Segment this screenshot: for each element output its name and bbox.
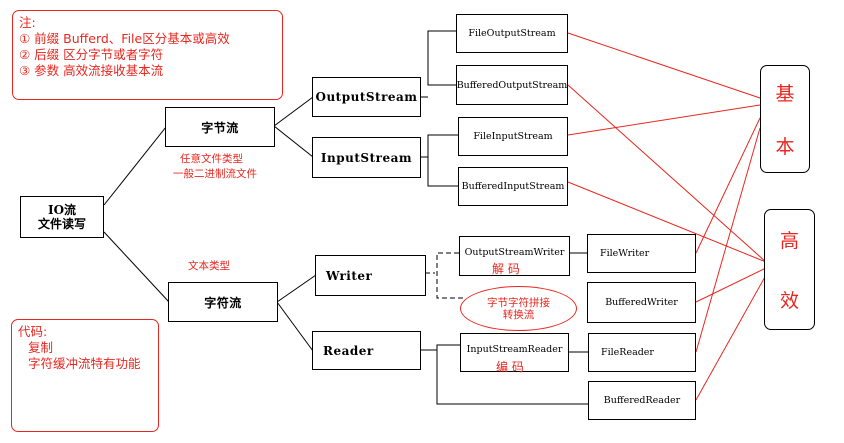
notes-title: 注: bbox=[19, 15, 36, 30]
byte-stream-node: 字节流 bbox=[165, 107, 275, 147]
char-stream-node: 字符流 bbox=[168, 282, 278, 322]
encode-label: 编 码 bbox=[496, 360, 524, 374]
writer-node: Writer bbox=[315, 255, 426, 296]
buffered-output-stream-node: BufferedOutputStream bbox=[456, 65, 568, 105]
bridge-stream-ellipse: 字节字符拼接 转换流 bbox=[460, 286, 577, 331]
notes-box-bottom: 代码: 复制 字符缓冲流特有功能 bbox=[11, 319, 159, 432]
note-line-2: ② 后缀 区分字节或者字符 bbox=[19, 47, 164, 62]
code-note-buffer: 字符缓冲流特有功能 bbox=[28, 356, 141, 371]
root-node-line2: 文件读写 bbox=[37, 217, 86, 231]
basic-char-1: 基 bbox=[775, 83, 795, 105]
byte-type-note-1: 任意文件类型 bbox=[180, 153, 243, 165]
bridge-line-2: 转换流 bbox=[502, 308, 535, 321]
root-node: IO流 文件读写 bbox=[20, 196, 104, 238]
code-note-copy: 复制 bbox=[28, 340, 54, 355]
file-writer-node: FileWriter bbox=[587, 234, 696, 273]
file-output-stream-node: FileOutputStream bbox=[456, 14, 568, 53]
text-type-note: 文本类型 bbox=[188, 260, 230, 272]
note-line-1: ① 前缀 Bufferd、File区分基本或高效 bbox=[19, 31, 230, 46]
buffered-writer-node: BufferedWriter bbox=[587, 282, 696, 323]
basic-char-2: 本 bbox=[775, 136, 795, 158]
byte-type-note-2: 一般二进制流文件 bbox=[173, 168, 257, 180]
file-reader-node: FileReader bbox=[588, 333, 696, 372]
root-node-line1: IO流 bbox=[47, 203, 77, 217]
input-stream-node: InputStream bbox=[312, 137, 421, 178]
output-stream-writer-node: OutputStreamWriter bbox=[459, 236, 570, 276]
input-stream-reader-label: InputStreamReader bbox=[466, 344, 563, 355]
notes-box-top: 注: ① 前缀 Bufferd、File区分基本或高效 ② 后缀 区分字节或者字… bbox=[12, 10, 283, 100]
buffered-input-stream-node: BufferedInputStream bbox=[458, 167, 568, 206]
code-notes-title: 代码: bbox=[18, 324, 48, 339]
buffered-reader-node: BufferedReader bbox=[588, 381, 696, 420]
decode-label: 解 码 bbox=[492, 262, 520, 276]
efficient-char-1: 高 bbox=[779, 230, 799, 253]
input-stream-reader-node: InputStreamReader bbox=[460, 333, 569, 372]
reader-node: Reader bbox=[312, 331, 421, 370]
file-input-stream-node: FileInputStream bbox=[458, 117, 568, 156]
efficient-category-box: 高 效 bbox=[764, 209, 815, 330]
note-line-3: ③ 参数 高效流接收基本流 bbox=[19, 63, 164, 78]
efficient-char-2: 效 bbox=[779, 289, 799, 312]
bridge-line-1: 字节字符拼接 bbox=[487, 296, 550, 309]
output-stream-node: OutputStream bbox=[312, 77, 421, 117]
output-stream-writer-label: OutputStreamWriter bbox=[464, 247, 565, 258]
basic-category-box: 基 本 bbox=[760, 65, 810, 173]
